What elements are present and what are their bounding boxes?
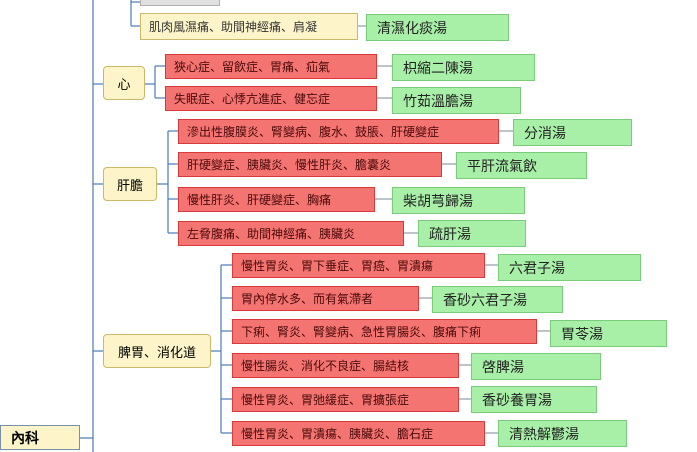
symptom-node: 失眠症、心悸亢進症、健忘症: [165, 86, 377, 111]
symptom-node: 慢性胃炎、胃弛緩症、胃擴張症: [232, 387, 459, 412]
category-heart: 心: [103, 66, 145, 100]
category-spleen-digestive: 脾胃、消化道: [103, 334, 211, 368]
remedy-node: 六君子湯: [498, 254, 641, 281]
symptom-node: 滲出性腹膜炎、腎變病、腹水、鼓脹、肝硬變症: [178, 119, 499, 144]
remedy-node: 清濕化痰湯: [366, 14, 509, 41]
remedy-node: 枳縮二陳湯: [392, 54, 535, 81]
remedy-node: 香砂養胃湯: [471, 386, 597, 413]
remedy-node: 疏肝湯: [418, 220, 526, 247]
symptom-node: 慢性肝炎、肝硬變症、胸痛: [178, 187, 375, 212]
remedy-node: 啓脾湯: [471, 353, 601, 380]
symptom-node: 狹心症、留飲症、胃痛、疝氣: [165, 54, 377, 79]
remedy-node: 胃苓湯: [550, 320, 667, 347]
root-node: 內科: [0, 425, 80, 450]
symptom-node: 肝硬變症、胰臟炎、慢性肝炎、膽囊炎: [178, 152, 442, 177]
remedy-node: 香砂六君子湯: [432, 286, 563, 313]
symptom-node: 慢性胃炎、胃下垂症、胃癌、胃潰瘍: [232, 253, 485, 278]
top-partial-node: [140, 0, 220, 6]
symptom-node: 下痢、腎炎、腎變病、急性胃腸炎、腹痛下痢: [232, 319, 537, 344]
remedy-node: 分消湯: [513, 119, 632, 146]
remedy-node: 清熱解鬱湯: [498, 420, 627, 447]
remedy-node: 竹茹溫膽湯: [392, 87, 521, 114]
remedy-node: 柴胡芎歸湯: [392, 187, 525, 214]
symptom-node: 胃內停水多、而有氣滯者: [232, 286, 419, 311]
root-label: 內科: [11, 430, 39, 447]
remedy-node: 平肝流氣飲: [456, 152, 587, 179]
symptom-node: 左脅腹痛、助間神經痛、胰臟炎: [178, 221, 404, 246]
category-liver: 肝膽: [103, 167, 157, 201]
symptom-node: 慢性腸炎、消化不良症、腸結核: [232, 353, 459, 378]
symptom-node: 肌肉風濕痛、助間神經痛、肩凝: [140, 13, 358, 40]
symptom-node: 慢性胃炎、胃潰瘍、胰臟炎、膽石症: [232, 421, 485, 446]
